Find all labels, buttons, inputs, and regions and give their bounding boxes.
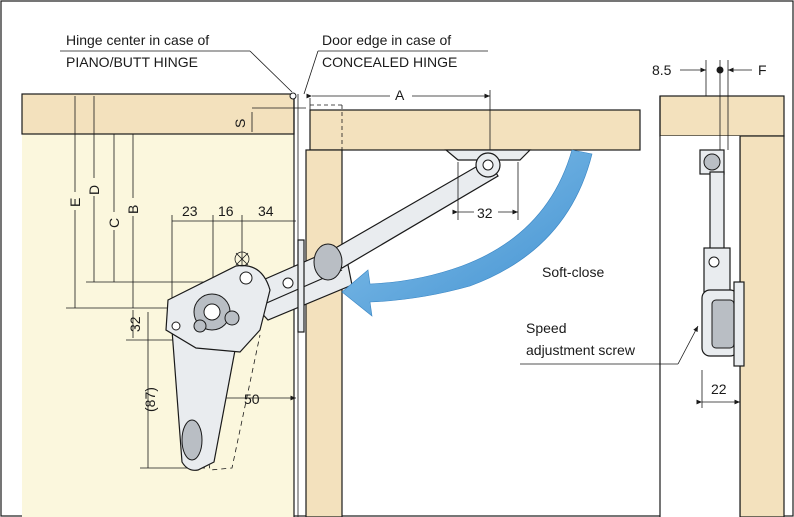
dim-8-5: 8.5 [652,62,672,78]
dim-a: A [395,87,405,103]
dim-c: C [106,218,122,228]
door-horizontal [309,109,641,151]
dim-87: (87) [142,387,158,412]
side-view-door [739,135,785,517]
dim-50: 50 [244,391,260,407]
lid-stay-mechanism [165,159,499,471]
dim-32-side: 32 [127,316,143,332]
dim-16: 16 [218,203,234,219]
soft-close-arrow [341,149,593,317]
door-bracket [444,149,532,178]
dim-22: 22 [711,381,727,397]
door-edge-label-1: Door edge in case of [322,32,451,48]
hinge-center-label-2: PIANO/BUTT HINGE [66,54,198,70]
dim-34: 34 [258,203,274,219]
door-edge-label-2: CONCEALED HINGE [322,54,457,70]
dim-32-bracket: 32 [477,205,493,221]
door-vertical [305,149,343,517]
dim-23: 23 [182,203,198,219]
hinge-center-label-1: Hinge center in case of [66,32,209,48]
side-view-mechanism [699,149,745,367]
speed-label-2: adjustment screw [526,342,636,358]
dim-b: B [125,205,141,214]
dim-s: S [232,119,248,128]
dim-d: D [86,185,102,195]
top-panel [21,93,295,135]
dim-e: E [67,198,83,207]
side-view-wood [659,95,785,137]
speed-label-1: Speed [526,320,566,336]
soft-close-label: Soft-close [542,264,604,280]
dim-f: F [758,62,767,78]
